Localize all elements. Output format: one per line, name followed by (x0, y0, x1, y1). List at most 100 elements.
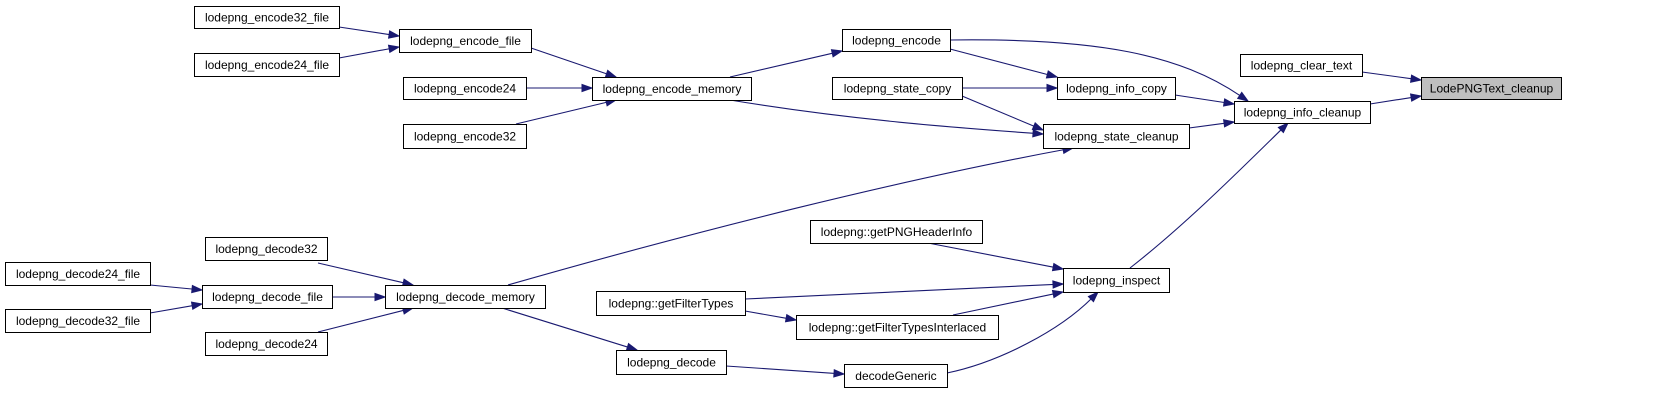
node-state-cleanup[interactable]: lodepng_state_cleanup (1043, 124, 1190, 149)
node-box (832, 77, 963, 100)
edge-arrowhead (1223, 119, 1236, 128)
node-label: lodepng_decode24_file (16, 267, 140, 281)
edge-arrowhead (1045, 70, 1059, 79)
node-encode32[interactable]: lodepng_encode32 (403, 124, 527, 149)
edge-line (317, 309, 405, 333)
node-box (403, 124, 527, 149)
edge-state_copy-to-state_cleanup (961, 95, 1045, 131)
edge-line (149, 304, 194, 314)
edge-encode-to-info_cleanup (949, 39, 1250, 102)
edge-getFilterTypes-to-getFilterTypesInterlaced (744, 310, 798, 323)
edge-arrowhead (1409, 93, 1423, 102)
edge-decodeGeneric-to-inspect (946, 290, 1100, 374)
edge-line (729, 99, 1035, 134)
node-encode24-file[interactable]: lodepng_encode24_file (194, 53, 340, 77)
edge-arrowhead (387, 44, 401, 54)
edge-line (946, 297, 1093, 374)
node-decode-file[interactable]: lodepng_decode_file (202, 285, 333, 309)
edge-clear_text-to-root (1361, 71, 1423, 83)
node-decode24[interactable]: lodepng_decode24 (205, 332, 328, 356)
edge-arrowhead (784, 313, 798, 323)
edge-encode_memory-to-encode (729, 49, 844, 78)
edge-getFilterTypes-to-inspect (744, 280, 1065, 300)
edge-line (952, 293, 1055, 316)
edge-line (515, 101, 608, 125)
edge-decode24-to-decode_memory (317, 306, 415, 333)
edge-arrowhead (1277, 121, 1290, 134)
edge-line (927, 242, 1055, 268)
edge-arrowhead (387, 30, 401, 39)
node-box (385, 285, 546, 309)
node-label: lodepng_encode24_file (205, 58, 329, 72)
edge-arrowhead (1222, 98, 1236, 107)
edge-arrowhead (190, 301, 204, 311)
node-encode32-file[interactable]: lodepng_encode32_file (194, 6, 340, 29)
node-decodeGeneric[interactable]: decodeGeneric (844, 364, 948, 388)
edge-encode_memory-to-state_cleanup (729, 99, 1045, 138)
edge-arrowhead (604, 69, 618, 78)
node-inspect[interactable]: lodepng_inspect (1063, 268, 1170, 293)
edge-encode_file-to-encode_memory (530, 47, 618, 78)
edge-encode24_file-to-encode_file (338, 44, 401, 59)
node-label: lodepng_decode24 (215, 337, 317, 351)
node-box (1063, 268, 1170, 293)
node-label: lodepng_encode_file (410, 34, 521, 48)
node-label: lodepng::getPNGHeaderInfo (821, 225, 973, 239)
node-encode24[interactable]: lodepng_encode24 (403, 77, 527, 100)
node-label: lodepng_decode (627, 356, 716, 370)
edge-state_copy-to-info_copy (962, 83, 1059, 93)
edge-info_cleanup-to-root (1369, 93, 1423, 105)
node-decode-memory[interactable]: lodepng_decode_memory (385, 285, 546, 309)
node-box (205, 332, 328, 356)
edge-arrowhead (1032, 128, 1045, 138)
node-label: lodepng_decode_file (212, 290, 323, 304)
edge-line (507, 149, 1065, 286)
node-label: lodepng_clear_text (1251, 59, 1353, 73)
node-encode-file[interactable]: lodepng_encode_file (399, 29, 532, 53)
node-label: lodepng_info_copy (1066, 82, 1167, 96)
node-getFilterTypes[interactable]: lodepng::getFilterTypes (596, 291, 746, 316)
node-box (403, 77, 527, 100)
node-info-cleanup[interactable]: lodepng_info_cleanup (1234, 101, 1371, 124)
node-decode24-file[interactable]: lodepng_decode24_file (5, 262, 151, 286)
edge-arrowhead (625, 342, 639, 351)
edge-decode24_file-to-decode_file (149, 284, 204, 294)
node-box (842, 29, 951, 52)
edge-arrowhead (1052, 280, 1065, 289)
node-box (202, 285, 333, 309)
node-decode[interactable]: lodepng_decode (616, 350, 727, 375)
edge-line (530, 47, 608, 75)
nodes-layer: LodePNGText_cleanuplodepng_clear_textlod… (5, 6, 1562, 388)
edge-line (729, 52, 834, 78)
node-info-copy[interactable]: lodepng_info_copy (1057, 77, 1176, 100)
edge-arrowhead (581, 83, 594, 93)
edge-line (961, 95, 1035, 128)
node-box (5, 309, 151, 333)
edge-line (1188, 122, 1226, 129)
node-label: lodepng_decode32 (215, 242, 317, 256)
node-root[interactable]: LodePNGText_cleanup (1421, 77, 1562, 100)
node-label: lodepng_encode32 (414, 130, 516, 144)
node-box (399, 29, 532, 53)
node-label: LodePNGText_cleanup (1430, 82, 1554, 96)
node-getPNGHeaderInfo[interactable]: lodepng::getPNGHeaderInfo (810, 220, 983, 244)
node-decode32[interactable]: lodepng_decode32 (205, 237, 328, 261)
node-state-copy[interactable]: lodepng_state_copy (832, 77, 963, 100)
edge-line (949, 48, 1049, 76)
edge-line (1174, 94, 1226, 104)
node-box (194, 53, 340, 77)
node-clear-text[interactable]: lodepng_clear_text (1240, 54, 1363, 77)
node-decode32-file[interactable]: lodepng_decode32_file (5, 309, 151, 333)
node-label: lodepng_state_cleanup (1054, 130, 1178, 144)
node-label: lodepng_encode24 (414, 82, 516, 96)
node-label: lodepng_decode_memory (396, 290, 535, 304)
node-encode-memory[interactable]: lodepng_encode_memory (592, 77, 752, 101)
edge-encode24-to-encode_memory (526, 83, 594, 93)
node-encode[interactable]: lodepng_encode (842, 29, 951, 52)
node-box (844, 364, 948, 388)
node-getFilterTypesInterlaced[interactable]: lodepng::getFilterTypesInterlaced (796, 315, 999, 340)
edge-line (744, 310, 788, 319)
edge-encode32_file-to-encode_file (338, 26, 401, 39)
edge-line (744, 283, 1055, 300)
node-box (205, 237, 328, 261)
